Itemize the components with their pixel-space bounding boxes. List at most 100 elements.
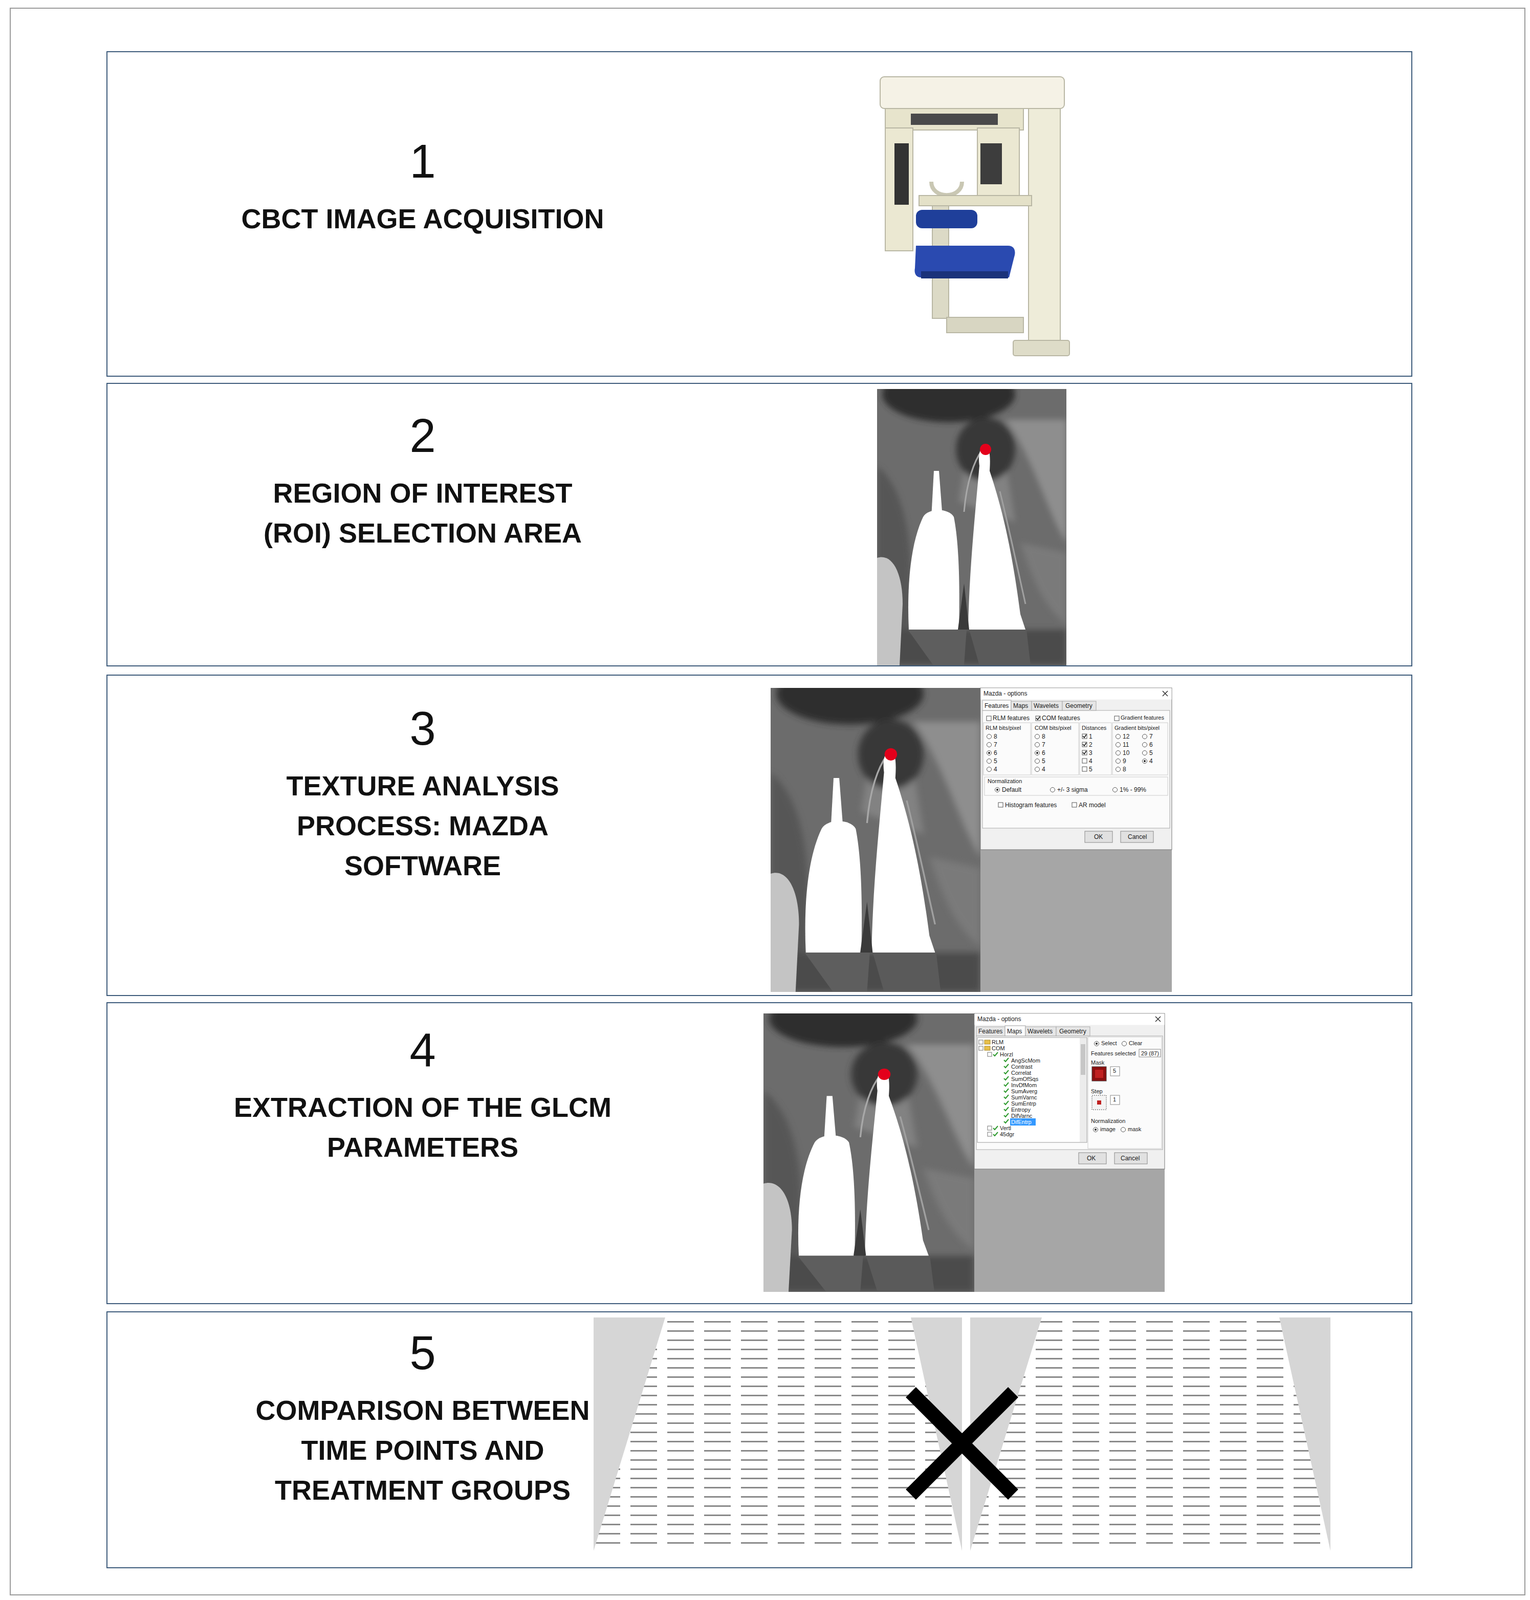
data-table-part [970,1317,1331,1551]
options-dialog-part [1035,715,1041,721]
options-dialog-part [987,733,1148,807]
screen-label: COM features [1041,714,1081,722]
maps-dialog-part-part [1094,1041,1100,1046]
screen-label: Clear [1128,1039,1143,1047]
options-dialog-part [980,688,1172,700]
maps-dialog-part [1114,1152,1148,1164]
cbct-machine-part [977,127,1020,205]
screen-label: 4 [993,765,998,773]
screen-label: 8 [1122,765,1127,773]
options-dialog-part-part [1116,734,1121,739]
screen-label: Step [1090,1087,1103,1095]
screen-label: Mazda - options [977,1015,1021,1023]
ct-image [877,365,1067,666]
options-dialog-part-part [1142,750,1148,756]
data-table-part [593,1317,963,1551]
ct-image [763,990,975,1292]
maps-dialog-part [1110,1095,1120,1105]
screen-label: 5 [1149,749,1153,757]
screen-label: COM [991,1044,1005,1052]
options-dialog-part [1112,722,1168,775]
maps-dialog-part-part [984,1039,991,1044]
maps-dialog-part [1095,1042,1098,1045]
step-text: 2REGION OF INTEREST (ROI) SELECTION AREA [192,408,653,553]
cbct-machine-part [885,127,913,251]
screen-label: RLM features [992,714,1030,722]
screen-label: 1 [1088,732,1093,740]
screen-label: Wavelets [1027,1027,1053,1035]
screen-label: Gradient features [1120,714,1165,721]
cbct-machine-part [946,317,1024,333]
maps-dialog-part [1004,1025,1026,1036]
screen-label: DifEntrp [1011,1118,1032,1126]
maps-dialog-part-part [1003,1106,1009,1111]
options-dialog-part [1114,715,1120,721]
step-title: EXTRACTION OF THE GLCM PARAMETERS [223,1086,623,1167]
options-dialog-part-part [1142,742,1148,748]
maps-dialog-part [977,1037,1087,1143]
data-table-part [970,1317,1331,1551]
options-dialog-part-part [998,802,1003,807]
cbct-machine-part [910,113,998,125]
options-dialog [980,687,1172,850]
step-panel: 3TEXTURE ANALYSIS PROCESS: MAZDA SOFTWAR… [106,674,1413,996]
screen-label: Default [1001,785,1022,794]
screen-label: SumOfSqs [1011,1075,1039,1083]
screen-label: 2 [1088,740,1093,749]
screen-label: 11 [1122,740,1129,749]
screen-label: 45dgr [999,1130,1015,1138]
maps-dialog-part [976,1035,1163,1150]
options-dialog-part-part [1072,802,1077,807]
cbct-machine-part [880,76,1065,109]
maps-dialog-part [974,1013,1165,1025]
options-dialog-part-part [1035,750,1040,756]
screen-label: RLM [991,1038,1004,1046]
screen-label: 4 [1149,757,1153,765]
cbct-machine-part [915,209,978,229]
options-dialog-part-part [1036,751,1039,754]
screen-label: Features [978,1027,1003,1035]
maps-dialog-part-part [984,1045,991,1051]
screen-label: Wavelets [1033,702,1059,710]
screen-label: 7 [993,740,998,749]
maps-dialog-part [1010,1118,1036,1126]
options-dialog-part [1162,690,1168,696]
gray-area [974,1168,1165,1292]
step-number: 3 [409,701,436,756]
options-dialog-part-part [1050,787,1056,793]
options-dialog-part [1011,701,1032,711]
step-title: COMPARISON BETWEEN TIME POINTS AND TREAT… [243,1389,602,1510]
maps-dialog-part-part [1003,1100,1009,1105]
maps-dialog-part-part [978,1045,983,1051]
options-dialog-part [1120,831,1154,843]
maps-dialog-part-part [993,1052,998,1056]
options-dialog-part-part [1142,758,1148,764]
step-title: TEXTURE ANALYSIS PROCESS: MAZDA SOFTWARE [264,765,582,886]
step-number: 4 [409,1022,436,1077]
screen-label: Cancel [1120,1154,1140,1162]
maps-dialog-part [984,1039,991,1051]
screen-label: Normalization [987,777,1022,785]
cbct-machine-part [1028,102,1061,348]
screen-label: 9 [1122,757,1127,765]
options-dialog-part-part [1035,742,1040,748]
options-dialog-part-part [1116,742,1121,748]
maps-dialog-part-part [1093,1127,1099,1132]
maps-dialog-part-part [993,1125,998,1130]
options-dialog-part-part [987,742,992,748]
maps-dialog-part [1093,1041,1127,1132]
options-dialog-part-part [1082,766,1087,772]
options-dialog-part [1084,831,1113,843]
screen-label: SumEntrp [1011,1100,1037,1107]
step-panel: 4EXTRACTION OF THE GLCM PARAMETERS [106,1001,1413,1304]
screen-label: Entropy [1011,1106,1031,1113]
maps-dialog-part [1110,1066,1120,1076]
maps-dialog-part [1139,1048,1161,1057]
options-dialog-part [1031,701,1063,711]
screen-label: 5 [1112,1067,1117,1075]
gray-area [980,849,1172,992]
options-dialog-part [983,722,1031,775]
step-text: 5COMPARISON BETWEEN TIME POINTS AND TREA… [192,1325,653,1510]
options-dialog-part [982,700,1012,711]
screen-label: Features selected [1090,1050,1136,1057]
